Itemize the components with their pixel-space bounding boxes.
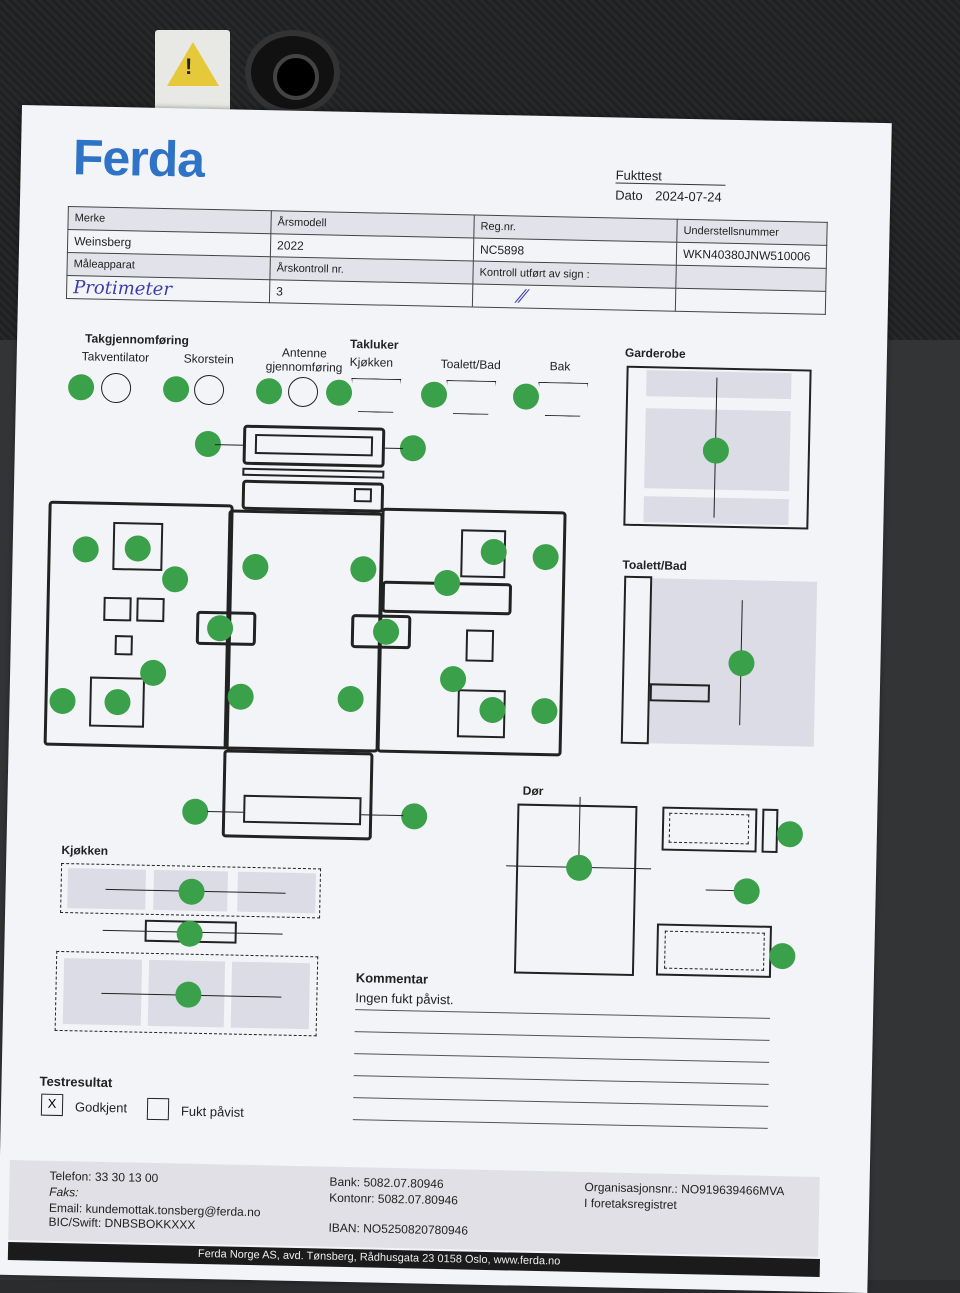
chimney-icon: [193, 374, 225, 406]
takluker-heading: Takluker: [349, 336, 399, 352]
garderobe-heading: Garderobe: [624, 345, 686, 361]
approved-checkbox[interactable]: X: [40, 1093, 64, 1117]
measure-dot: [181, 798, 209, 826]
antenne-label: Antenne gjennomføring: [265, 345, 343, 375]
exclamation-icon: !: [185, 54, 193, 79]
measure-dot: [399, 434, 427, 462]
moisture-checkbox[interactable]: [146, 1097, 170, 1121]
measure-dot: [325, 379, 353, 406]
kjokken-heading: Kjøkken: [61, 842, 109, 858]
hatch-icon: [351, 378, 402, 413]
value-maleapparat: Protimeter: [66, 275, 270, 303]
warning-sticker: !: [155, 30, 230, 115]
measure-dot: [733, 878, 760, 905]
dor-heading: Dør: [522, 783, 544, 799]
signature-mark: ⁄⁄: [518, 285, 526, 308]
door-diagram: [513, 803, 638, 977]
footer-address: Ferda Norge AS, avd. Tønsberg, Rådhusgat…: [197, 1247, 561, 1268]
toalett-luke-label: Toalett/Bad: [440, 356, 501, 373]
value-sign: ⁄⁄: [472, 283, 676, 312]
footer-kontonr: Kontonr: 5082.07.80946: [329, 1190, 459, 1208]
header-understell: Understellsnummer: [676, 219, 828, 246]
doc-title: Fukttest: [615, 167, 726, 186]
footer-bic: BIC/Swift: DNBSBOKKXXX: [48, 1214, 196, 1232]
kommentar-heading: Kommentar: [355, 970, 429, 987]
footer-reg: I foretaksregistret: [583, 1196, 677, 1212]
vent-icon: [100, 372, 132, 404]
footer-org: Organisasjonsnr.: NO919639466MVA: [584, 1180, 785, 1199]
takventilator-label: Takventilator: [81, 349, 150, 365]
hatch-icon: [538, 382, 589, 417]
takgjennomforing-heading: Takgjennomføring: [84, 331, 190, 348]
rain-sensor: [245, 30, 340, 115]
footer: Telefon: 33 30 13 00 Faks: Email: kundem…: [8, 1159, 820, 1257]
hatch-icon: [446, 380, 497, 415]
measure-dot: [420, 381, 448, 408]
testresultat-heading: Testresultat: [39, 1073, 113, 1091]
measure-dot: [776, 820, 804, 848]
approved-label: Godkjent: [74, 1099, 128, 1116]
measure-dot: [162, 376, 190, 403]
value-understell: WKN40380JNW510006: [676, 242, 827, 269]
ferda-logo: Ferda: [72, 129, 205, 188]
measure-dot: [512, 383, 540, 410]
bak-label: Bak: [549, 359, 571, 374]
antenna-icon: [287, 376, 319, 408]
comment-text: Ingen fukt påvist.: [355, 990, 454, 1008]
footer-phone: Telefon: 33 30 13 00: [49, 1168, 159, 1186]
date-value: 2024-07-24: [655, 188, 722, 205]
date-label: Dato: [615, 187, 643, 204]
measure-dot: [400, 803, 428, 830]
inspection-form: Ferda Fukttest Dato 2024-07-24 Merke Års…: [0, 105, 892, 1293]
value-arskontroll: 3: [269, 279, 473, 307]
header-empty: [675, 265, 827, 292]
footer-fax: Faks:: [49, 1184, 79, 1200]
measure-dot: [67, 374, 95, 401]
kjokken-luke-label: Kjøkken: [349, 354, 394, 370]
measure-dot: [255, 377, 283, 405]
measure-dot: [769, 942, 796, 970]
warning-triangle-icon: [167, 42, 219, 86]
value-empty: [675, 288, 826, 315]
skorstein-label: Skorstein: [183, 351, 234, 367]
footer-iban: IBAN: NO5250820780946: [328, 1220, 469, 1238]
toalett-bad-heading: Toalett/Bad: [622, 557, 688, 574]
footer-bank: Bank: 5082.07.80946: [329, 1174, 444, 1192]
moisture-label: Fukt påvist: [180, 1103, 244, 1120]
measure-dot: [176, 920, 203, 947]
vehicle-info-table: Merke Årsmodell Reg.nr. Understellsnumme…: [66, 206, 828, 315]
